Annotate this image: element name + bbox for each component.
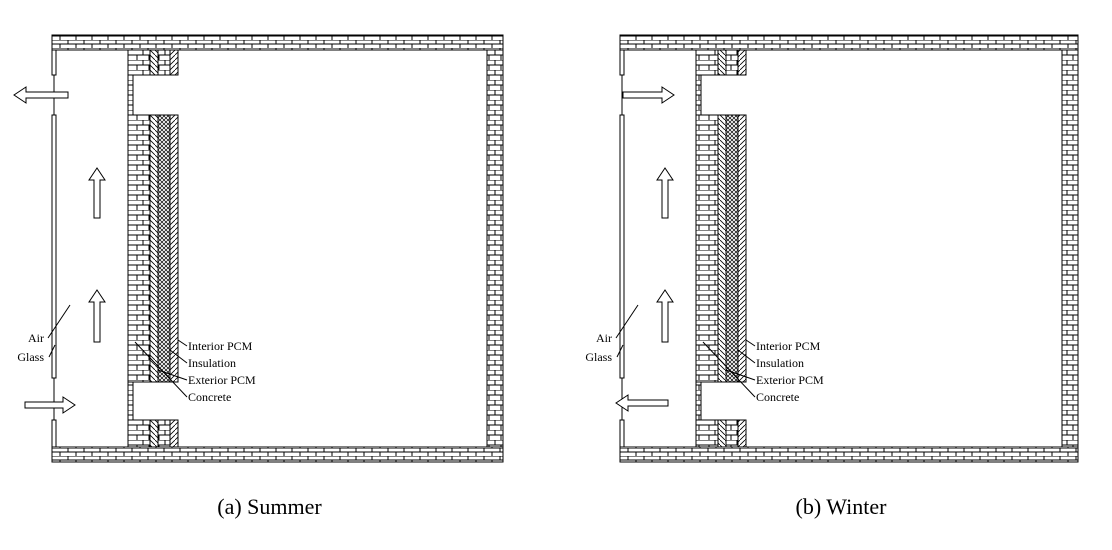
air-up-arrow-2 bbox=[88, 289, 106, 343]
layer-label: Concrete bbox=[756, 390, 799, 404]
right-brick-wall bbox=[1061, 49, 1079, 448]
exterior-pcm-layer bbox=[717, 49, 727, 76]
layer-leader-line bbox=[745, 339, 756, 347]
interior-pcm-layer bbox=[737, 419, 747, 448]
roof-brick-wall bbox=[51, 34, 504, 51]
air-up-arrow-2 bbox=[656, 289, 674, 343]
concrete-brick-layer bbox=[127, 49, 151, 76]
layer-label: Exterior PCM bbox=[756, 373, 824, 387]
interior-pcm-layer bbox=[169, 114, 179, 383]
layer-label: Interior PCM bbox=[188, 339, 253, 353]
concrete-brick-layer bbox=[127, 114, 151, 383]
air-leader-line bbox=[615, 304, 639, 339]
exterior-pcm-layer bbox=[149, 49, 159, 76]
insulation-layer bbox=[157, 419, 171, 448]
air-into-room-arrow bbox=[622, 86, 675, 104]
interior-pcm-layer bbox=[737, 49, 747, 76]
glass_label: Glass bbox=[17, 350, 44, 364]
layer-label: Insulation bbox=[756, 356, 804, 370]
air-up-arrow-1 bbox=[88, 167, 106, 219]
layer-leader-line bbox=[169, 349, 188, 364]
insulation-layer bbox=[157, 114, 171, 383]
vent-sill-bottom bbox=[127, 381, 134, 421]
concrete-brick-layer bbox=[695, 49, 719, 76]
air-in-arrow bbox=[24, 396, 76, 414]
insulation-layer bbox=[725, 114, 739, 383]
vent-sill-bottom bbox=[695, 381, 702, 421]
glass-pane-bottom bbox=[619, 419, 625, 448]
panel-caption: (a) Summer bbox=[217, 494, 322, 519]
layer-leader-line bbox=[134, 341, 188, 398]
glass-pane-middle bbox=[51, 114, 57, 379]
roof-brick-wall bbox=[619, 34, 1079, 51]
glass_label: Glass bbox=[585, 350, 612, 364]
panel-caption: (b) Winter bbox=[796, 494, 888, 519]
glass-pane-top bbox=[51, 49, 57, 76]
right-brick-wall bbox=[486, 49, 504, 448]
floor-brick-wall bbox=[51, 446, 504, 463]
insulation-layer bbox=[157, 49, 171, 76]
layer-leader-line bbox=[737, 349, 756, 364]
vent-sill-top bbox=[695, 74, 702, 116]
layer-leader-line bbox=[702, 341, 756, 398]
air-from-room-arrow bbox=[615, 394, 669, 412]
layer-label: Insulation bbox=[188, 356, 236, 370]
air-up-arrow-1 bbox=[656, 167, 674, 219]
exterior-pcm-layer bbox=[717, 114, 727, 383]
glass-leader-line bbox=[616, 344, 624, 358]
air_label: Air bbox=[596, 331, 612, 345]
layer-leader-line bbox=[177, 339, 188, 347]
glass-pane-bottom bbox=[51, 419, 57, 448]
layer-label: Concrete bbox=[188, 390, 231, 404]
vent-sill-top bbox=[127, 74, 134, 116]
air-leader-line bbox=[47, 304, 71, 339]
concrete-brick-layer bbox=[127, 419, 151, 448]
layer-label: Interior PCM bbox=[756, 339, 821, 353]
exterior-pcm-layer bbox=[149, 114, 159, 383]
floor-brick-wall bbox=[619, 446, 1079, 463]
layer-label: Exterior PCM bbox=[188, 373, 256, 387]
concrete-brick-layer bbox=[695, 419, 719, 448]
exterior-pcm-layer bbox=[717, 419, 727, 448]
air-out-arrow bbox=[13, 86, 69, 104]
glass-leader-line bbox=[48, 344, 56, 358]
glass-pane-top bbox=[619, 49, 625, 76]
air_label: Air bbox=[28, 331, 44, 345]
exterior-pcm-layer bbox=[149, 419, 159, 448]
insulation-layer bbox=[725, 419, 739, 448]
interior-pcm-layer bbox=[737, 114, 747, 383]
glass-pane-middle bbox=[619, 114, 625, 379]
interior-pcm-layer bbox=[169, 419, 179, 448]
insulation-layer bbox=[725, 49, 739, 76]
interior-pcm-layer bbox=[169, 49, 179, 76]
concrete-brick-layer bbox=[695, 114, 719, 383]
